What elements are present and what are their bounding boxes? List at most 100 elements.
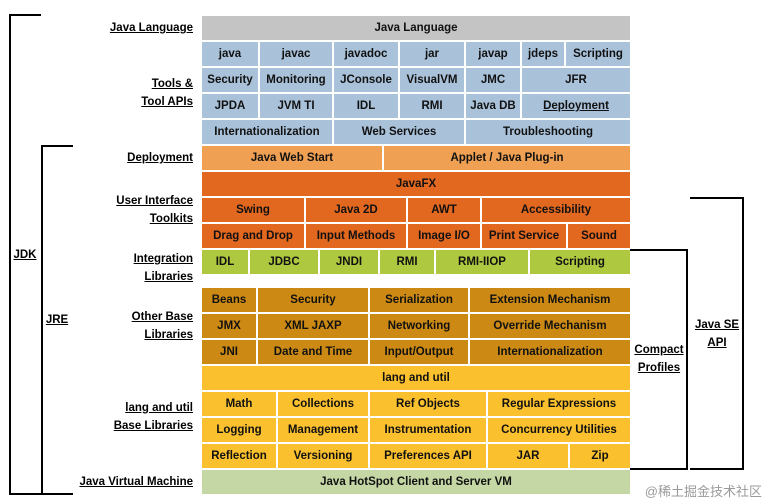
label-other-line1: Other Base	[131, 311, 193, 323]
row-tools-4: Internationalization Web Services Troubl…	[202, 120, 630, 144]
cell-hotspot-vm[interactable]: Java HotSpot Client and Server VM	[202, 470, 630, 494]
cell-accessibility[interactable]: Accessibility	[482, 198, 630, 222]
label-integration-line1: Integration	[133, 253, 193, 265]
row-tools-1: java javac javadoc jar javap jdeps Scrip…	[202, 42, 630, 66]
cell-scripting[interactable]: Scripting	[530, 250, 630, 274]
label-other-base[interactable]: Other Base Libraries	[132, 308, 193, 344]
cell-deployment-tool[interactable]: Deployment	[522, 94, 630, 118]
cell-java[interactable]: java	[202, 42, 258, 66]
row-ui-1: Swing Java 2D AWT Accessibility	[202, 198, 630, 222]
cell-jconsole[interactable]: JConsole	[334, 68, 398, 92]
java-se-api-label[interactable]: Java SE API	[690, 316, 744, 352]
cell-collections[interactable]: Collections	[278, 392, 368, 416]
cell-java-db[interactable]: Java DB	[466, 94, 520, 118]
cell-monitoring[interactable]: Monitoring	[260, 68, 332, 92]
cell-print-service[interactable]: Print Service	[482, 224, 566, 248]
cell-jar[interactable]: jar	[400, 42, 464, 66]
cell-jmx[interactable]: JMX	[202, 314, 256, 338]
compact-profiles-label[interactable]: Compact Profiles	[632, 341, 686, 377]
cell-jfr[interactable]: JFR	[522, 68, 630, 92]
cell-xml-jaxp[interactable]: XML JAXP	[258, 314, 368, 338]
cell-idl[interactable]: IDL	[202, 250, 248, 274]
cell-concurrency-utilities[interactable]: Concurrency Utilities	[488, 418, 630, 442]
cell-extension-mechanism[interactable]: Extension Mechanism	[470, 288, 630, 312]
cell-input-output[interactable]: Input/Output	[370, 340, 468, 364]
cell-security-tool[interactable]: Security	[202, 68, 258, 92]
cell-jmc[interactable]: JMC	[466, 68, 520, 92]
label-tools-line2: Tool APIs	[141, 96, 193, 108]
label-jvm[interactable]: Java Virtual Machine	[79, 476, 193, 488]
cell-zip[interactable]: Zip	[570, 444, 630, 468]
cell-applet-plugin[interactable]: Applet / Java Plug-in	[384, 146, 630, 170]
label-ui-line2: Toolkits	[149, 213, 193, 225]
row-base-3: Reflection Versioning Preferences API JA…	[202, 444, 630, 468]
cell-rmi-iiop[interactable]: RMI-IIOP	[436, 250, 528, 274]
cell-lang-and-util[interactable]: lang and util	[202, 366, 630, 390]
cell-versioning[interactable]: Versioning	[278, 444, 368, 468]
label-integration[interactable]: Integration Libraries	[134, 250, 193, 286]
label-langutil-line2: Base Libraries	[113, 420, 193, 432]
cell-rmi[interactable]: RMI	[380, 250, 434, 274]
cell-jvm-ti[interactable]: JVM TI	[260, 94, 332, 118]
cell-javafx[interactable]: JavaFX	[202, 172, 630, 196]
label-other-line2: Libraries	[144, 329, 193, 341]
cell-beans[interactable]: Beans	[202, 288, 256, 312]
cell-web-services[interactable]: Web Services	[334, 120, 464, 144]
label-java-language[interactable]: Java Language	[109, 22, 193, 34]
row-tools-3: JPDA JVM TI IDL RMI Java DB Deployment	[202, 94, 630, 118]
cell-awt[interactable]: AWT	[408, 198, 480, 222]
cell-scripting-tool[interactable]: Scripting	[566, 42, 630, 66]
cell-logging[interactable]: Logging	[202, 418, 276, 442]
cell-jar-lib[interactable]: JAR	[488, 444, 568, 468]
cell-security[interactable]: Security	[258, 288, 368, 312]
cell-visualvm[interactable]: VisualVM	[400, 68, 464, 92]
cell-jdeps[interactable]: jdeps	[522, 42, 564, 66]
cell-jndi[interactable]: JNDI	[320, 250, 378, 274]
cell-rmi-tool[interactable]: RMI	[400, 94, 464, 118]
row-deployment: Java Web Start Applet / Java Plug-in	[202, 146, 630, 170]
cell-javadoc[interactable]: javadoc	[334, 42, 398, 66]
cell-image-io[interactable]: Image I/O	[408, 224, 480, 248]
cell-reflection[interactable]: Reflection	[202, 444, 276, 468]
cell-preferences-api[interactable]: Preferences API	[370, 444, 486, 468]
cell-jdbc[interactable]: JDBC	[250, 250, 318, 274]
cell-instrumentation[interactable]: Instrumentation	[370, 418, 486, 442]
row-other-1: Beans Security Serialization Extension M…	[202, 288, 630, 312]
cell-troubleshooting[interactable]: Troubleshooting	[466, 120, 630, 144]
cell-internationalization[interactable]: Internationalization	[470, 340, 630, 364]
cell-input-methods[interactable]: Input Methods	[306, 224, 406, 248]
label-lang-util[interactable]: lang and util Base Libraries	[114, 399, 193, 435]
label-ui-toolkits[interactable]: User Interface Toolkits	[116, 192, 193, 228]
cell-serialization[interactable]: Serialization	[370, 288, 468, 312]
row-ui-2: Drag and Drop Input Methods Image I/O Pr…	[202, 224, 630, 248]
cell-date-and-time[interactable]: Date and Time	[258, 340, 368, 364]
cell-internationalization-tool[interactable]: Internationalization	[202, 120, 332, 144]
row-base-2: Logging Management Instrumentation Concu…	[202, 418, 630, 442]
jre-label[interactable]: JRE	[43, 311, 71, 329]
cell-sound[interactable]: Sound	[568, 224, 630, 248]
jdk-bracket	[9, 14, 41, 495]
compact-line2: Profiles	[637, 362, 681, 374]
cell-math[interactable]: Math	[202, 392, 276, 416]
cell-management[interactable]: Management	[278, 418, 368, 442]
jdk-label[interactable]: JDK	[11, 246, 39, 264]
label-tools[interactable]: Tools & Tool APIs	[141, 75, 193, 111]
cell-drag-and-drop[interactable]: Drag and Drop	[202, 224, 304, 248]
cell-networking[interactable]: Networking	[370, 314, 468, 338]
cell-jpda[interactable]: JPDA	[202, 94, 258, 118]
row-other-2: JMX XML JAXP Networking Override Mechani…	[202, 314, 630, 338]
cell-java-2d[interactable]: Java 2D	[306, 198, 406, 222]
cell-java-language[interactable]: Java Language	[202, 16, 630, 40]
cell-override-mechanism[interactable]: Override Mechanism	[470, 314, 630, 338]
cell-javac[interactable]: javac	[260, 42, 332, 66]
cell-regular-expressions[interactable]: Regular Expressions	[488, 392, 630, 416]
label-deployment[interactable]: Deployment	[127, 152, 193, 164]
cell-swing[interactable]: Swing	[202, 198, 304, 222]
row-base-1: Math Collections Ref Objects Regular Exp…	[202, 392, 630, 416]
cell-ref-objects[interactable]: Ref Objects	[370, 392, 486, 416]
cell-javap[interactable]: javap	[466, 42, 520, 66]
cell-jni[interactable]: JNI	[202, 340, 256, 364]
cell-idl-tool[interactable]: IDL	[334, 94, 398, 118]
jre-bracket	[41, 145, 73, 495]
cell-java-web-start[interactable]: Java Web Start	[202, 146, 382, 170]
